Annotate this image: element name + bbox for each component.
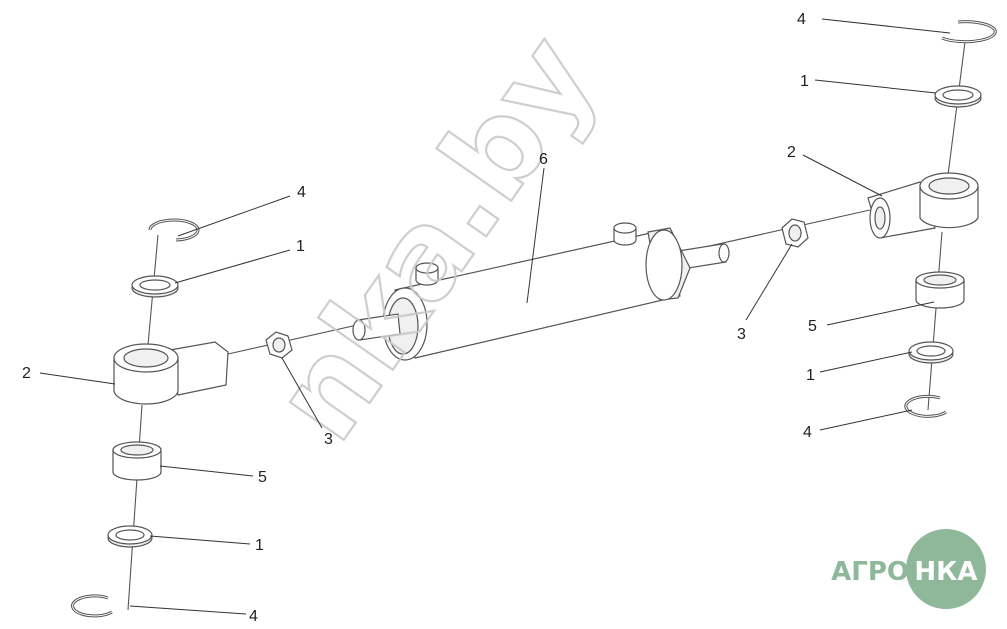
- agronka-logo: АГРО НКА: [831, 529, 986, 609]
- retaining-ring-top-right: [941, 20, 997, 44]
- callout-2: 2: [22, 365, 31, 382]
- callout-1: 1: [296, 238, 305, 255]
- leader-lines: [39, 18, 951, 615]
- callout-2: 2: [787, 144, 796, 161]
- right-axis-lower: [927, 231, 943, 411]
- callout-6: 6: [539, 151, 548, 168]
- left-axis-lower: [127, 404, 143, 611]
- left-stack: [71, 218, 229, 618]
- callout-4: 4: [797, 11, 806, 28]
- rod-end-eye-left: [113, 341, 229, 405]
- port-rod: [613, 222, 637, 246]
- logo-text-left: АГРО: [831, 557, 909, 587]
- callout-4: 4: [249, 608, 258, 625]
- callout-1: 1: [800, 73, 809, 90]
- hydraulic-cylinder: [352, 222, 730, 361]
- callout-1: 1: [255, 537, 264, 554]
- right-axis-upper: [947, 41, 966, 176]
- logo-text-right: НКА: [914, 557, 977, 587]
- callout-5: 5: [258, 469, 267, 486]
- right-stack: [867, 20, 997, 418]
- callout-4: 4: [297, 184, 306, 201]
- retaining-ring-bottom-right: [904, 394, 947, 418]
- nut-right: [781, 218, 809, 248]
- callout-4: 4: [803, 424, 812, 441]
- retaining-ring-bottom-left: [71, 594, 113, 618]
- nut-left: [265, 331, 293, 359]
- port-head: [415, 262, 439, 286]
- callout-1: 1: [806, 367, 815, 384]
- washer-top-left: [131, 275, 179, 298]
- part-labels: 4 1 2 5 1 4 6 3 3 4 1 2 5 1 4: [22, 11, 817, 625]
- rod-end-eye-right: [867, 172, 979, 239]
- washer-top-right: [934, 85, 982, 108]
- washer-bottom-right: [908, 341, 954, 364]
- callout-3: 3: [324, 431, 333, 448]
- bushing-left: [112, 441, 162, 481]
- bushing-right: [915, 271, 965, 309]
- retaining-ring-top-left: [148, 218, 200, 242]
- logo-circle: [906, 529, 986, 609]
- callout-3: 3: [737, 326, 746, 343]
- washer-bottom-left: [107, 525, 153, 548]
- callout-5: 5: [808, 318, 817, 335]
